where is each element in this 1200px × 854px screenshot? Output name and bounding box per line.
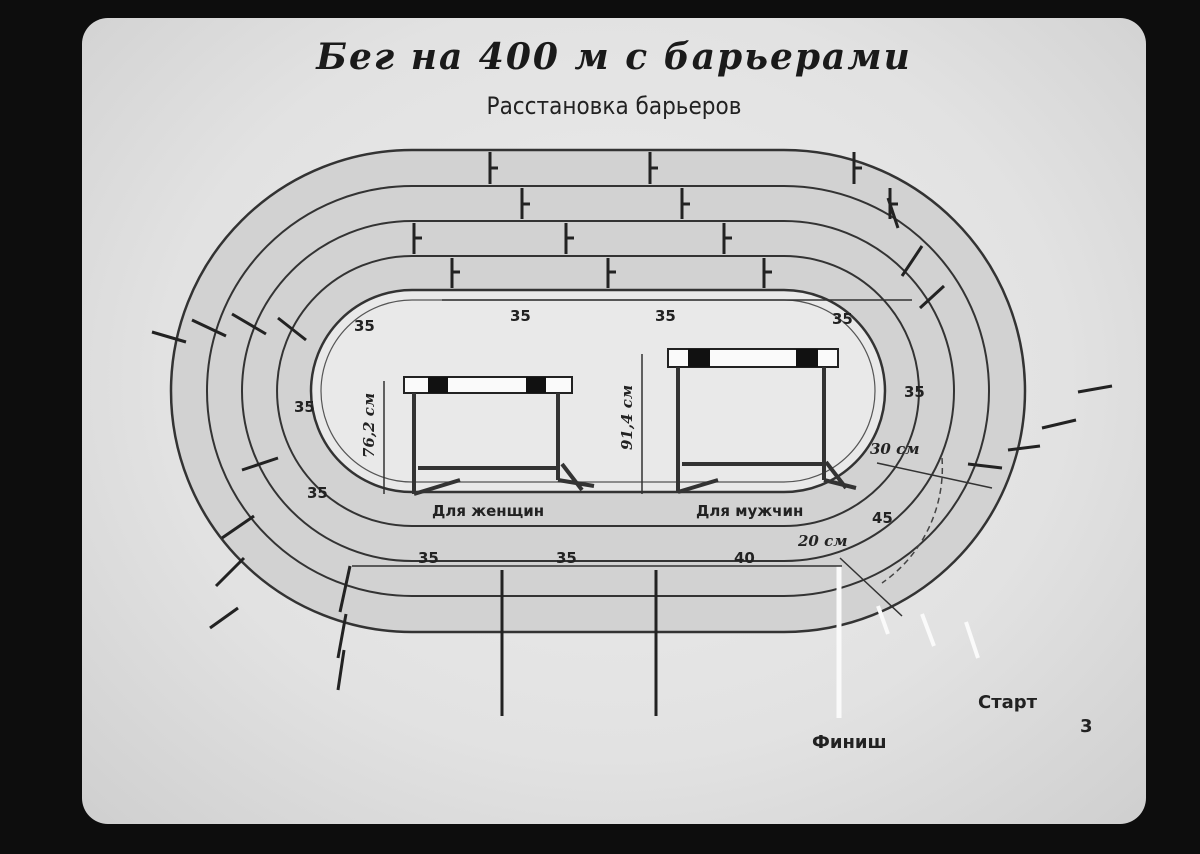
hurdle-marker: [191, 318, 227, 338]
hurdle-marker: [648, 152, 658, 184]
measurement-arrows: [352, 299, 993, 617]
hurdle-marker: [680, 188, 690, 219]
hurdle-marker: [852, 152, 862, 184]
hurdle-marker: [606, 258, 616, 288]
hurdle-marker: [1077, 384, 1113, 394]
hurdle-marker: [214, 556, 246, 588]
hurdle-marker: [722, 223, 732, 254]
hurdle-marker: [277, 316, 307, 342]
hurdle-marker: [967, 462, 1003, 470]
slide-title: Бег на 400 м с барьерами: [316, 36, 912, 78]
hurdle-bar: [667, 348, 839, 368]
spacing-label: 45: [872, 509, 893, 527]
hurdle-height-men: 91,4 см: [618, 385, 636, 450]
offset-arrow-start: [876, 462, 993, 489]
hurdle-marker: [564, 223, 574, 254]
spacing-label: 35: [307, 484, 328, 502]
hurdle-marker: [900, 245, 924, 277]
hurdle-bar-stripe: [688, 349, 710, 367]
hurdle-bar-stripe: [796, 349, 818, 367]
hurdle-markers: [151, 152, 1113, 716]
spacing-label: 35: [904, 383, 925, 401]
spacing-label: 35: [354, 317, 375, 335]
hurdle-marker: [488, 152, 498, 184]
hurdle-label-men: Для мужчин: [696, 502, 803, 520]
hurdle-legs: [676, 367, 826, 492]
spacing-label: 35: [294, 398, 315, 416]
spacing-label: 35: [418, 549, 439, 567]
spacing-label: 35: [655, 307, 676, 325]
offset-arrow-finish: [839, 557, 903, 617]
spacing-label: 40: [734, 549, 755, 567]
hurdle-marker: [412, 223, 422, 254]
hurdle-bar-stripe: [526, 377, 546, 393]
slide: Бег на 400 м с барьерами Расстановка бар…: [82, 18, 1146, 824]
hurdle-height-women: 76,2 см: [360, 393, 378, 458]
start-line: [876, 605, 980, 659]
hurdle-base: [677, 460, 857, 494]
hurdle-marker: [520, 188, 530, 219]
track-inner-edge: [309, 288, 887, 494]
finish-offset-label: 20 см: [797, 532, 848, 550]
hurdle-marker: [762, 258, 772, 288]
slide-subtitle: Расстановка барьеров: [486, 92, 742, 120]
lane-line-2: [241, 220, 955, 562]
hurdle-legs: [412, 393, 560, 494]
hurdle-marker: [1007, 444, 1041, 452]
hurdle-women: 76,2 см Для женщин: [360, 376, 595, 520]
hurdle-marker: [450, 258, 460, 288]
hurdle-marker: [336, 565, 352, 691]
spacing-label: 35: [510, 307, 531, 325]
hurdle-base: [413, 462, 595, 496]
hurdle-men: 91,4 см Для мужчин: [618, 348, 857, 520]
page-number: 3: [1080, 716, 1093, 737]
hurdle-bar-stripe: [428, 377, 448, 393]
hurdle-marker: [209, 606, 239, 630]
spacing-label: 35: [556, 549, 577, 567]
finish-label: Финиш: [812, 732, 887, 753]
start-stagger-dashed: [881, 457, 944, 584]
lane-line-1: [206, 185, 990, 597]
track: [169, 148, 1027, 634]
hurdle-label-women: Для женщин: [432, 502, 544, 520]
track-diagram: 35 35 35 35 35 35 35 35 40 35 45 30 см 2…: [151, 148, 1113, 753]
hurdle-marker: [151, 330, 187, 344]
start-label: Старт: [978, 692, 1038, 713]
hurdle-marker: [886, 197, 900, 229]
start-offset-label: 30 см: [870, 440, 920, 458]
hurdle-marker: [1041, 418, 1077, 430]
inner-measure-line: [320, 299, 876, 483]
spacing-label: 35: [832, 310, 853, 328]
hurdle-marker: [241, 456, 279, 472]
hurdle-marker: [221, 514, 255, 540]
hurdle-marker: [918, 284, 946, 310]
lane-line-3: [276, 255, 920, 527]
hurdle-marker: [231, 312, 267, 336]
